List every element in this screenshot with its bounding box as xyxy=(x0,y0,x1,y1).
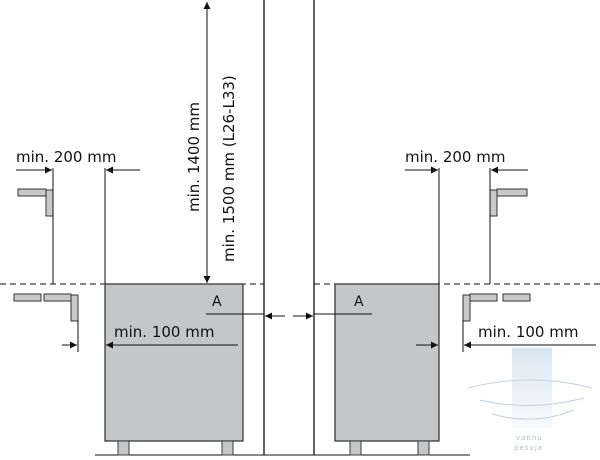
right-front-clearance-dimension xyxy=(416,320,596,352)
right-heater xyxy=(334,283,440,456)
right-marker-a: A xyxy=(354,294,364,310)
watermark-text-1: vannu xyxy=(516,434,543,442)
watermark-text-2: pesuja xyxy=(514,444,543,452)
height-label-1400: min. 1400 mm xyxy=(185,102,203,212)
right-side-clearance-label: min. 200 mm xyxy=(405,148,505,166)
left-lower-rail xyxy=(13,293,79,322)
left-heater-leg-2 xyxy=(221,440,234,456)
left-front-clearance-label: min. 100 mm xyxy=(114,323,214,341)
left-upper-rail xyxy=(17,188,54,217)
left-marker-a: A xyxy=(212,294,222,310)
left-heater xyxy=(104,283,244,456)
right-upper-rail xyxy=(489,188,528,217)
height-label-1500: min. 1500 mm (L26-L33) xyxy=(220,75,238,262)
left-heater-leg-1 xyxy=(117,440,130,456)
right-side-clearance-dimension xyxy=(405,166,528,284)
right-heater-leg-1 xyxy=(349,440,362,456)
left-front-clearance-dimension xyxy=(62,320,238,352)
left-side-clearance-label: min. 200 mm xyxy=(16,148,116,166)
right-heater-leg-2 xyxy=(417,440,430,456)
left-side-clearance-dimension xyxy=(16,166,140,284)
right-lower-rail xyxy=(462,293,531,322)
watermark-logo: vannu pesuja xyxy=(467,348,593,452)
right-front-clearance-label: min. 100 mm xyxy=(478,323,578,341)
